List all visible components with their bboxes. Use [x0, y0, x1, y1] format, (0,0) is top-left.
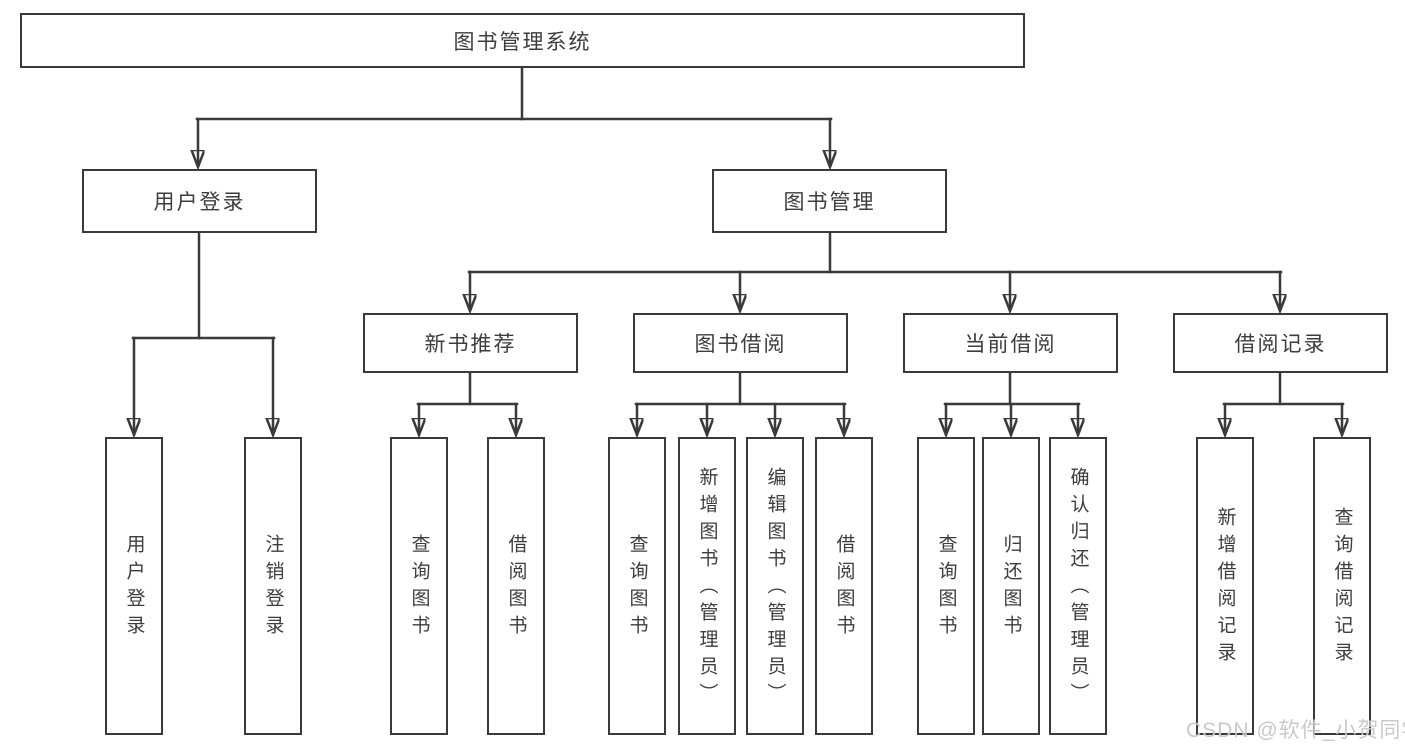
leaf-edit-books-admin: 编辑图书（管理员）: [746, 437, 804, 735]
connector-borrow-to-leaves: [636, 371, 845, 434]
leaf-confirm-return-admin: 确认归还（管理员）: [1049, 437, 1107, 735]
leaf-logout: 注销登录: [244, 437, 302, 735]
node-book-borrow: 图书借阅: [633, 313, 848, 373]
leaf-query-books-recommend: 查询图书: [390, 437, 448, 735]
connector-login-to-leaves: [133, 231, 274, 434]
leaf-user-login: 用户登录: [105, 437, 163, 735]
connector-current-to-leaves: [945, 371, 1079, 434]
leaf-return-books: 归还图书: [982, 437, 1040, 735]
leaf-query-borrow-record: 查询借阅记录: [1313, 437, 1371, 735]
connector-recommend-to-leaves: [418, 371, 517, 434]
leaf-add-borrow-record: 新增借阅记录: [1196, 437, 1254, 735]
leaf-borrow-books-recommend: 借阅图书: [487, 437, 545, 735]
leaf-query-books-current: 查询图书: [917, 437, 975, 735]
node-root-system: 图书管理系统: [20, 13, 1025, 68]
connector-records-to-leaves: [1224, 371, 1343, 434]
node-current-borrow: 当前借阅: [903, 313, 1118, 373]
node-borrow-records: 借阅记录: [1173, 313, 1388, 373]
leaf-query-books-borrow: 查询图书: [608, 437, 666, 735]
connector-root-to-level2: [197, 66, 831, 166]
node-user-login: 用户登录: [82, 169, 317, 233]
node-book-management: 图书管理: [712, 169, 947, 233]
leaf-borrow-books: 借阅图书: [815, 437, 873, 735]
connector-mgmt-to-level3: [469, 231, 1281, 310]
csdn-watermark: CSDN @软件_小贺同学: [1186, 719, 1405, 742]
leaf-add-books-admin: 新增图书（管理员）: [678, 437, 736, 735]
node-new-book-recommend: 新书推荐: [363, 313, 578, 373]
